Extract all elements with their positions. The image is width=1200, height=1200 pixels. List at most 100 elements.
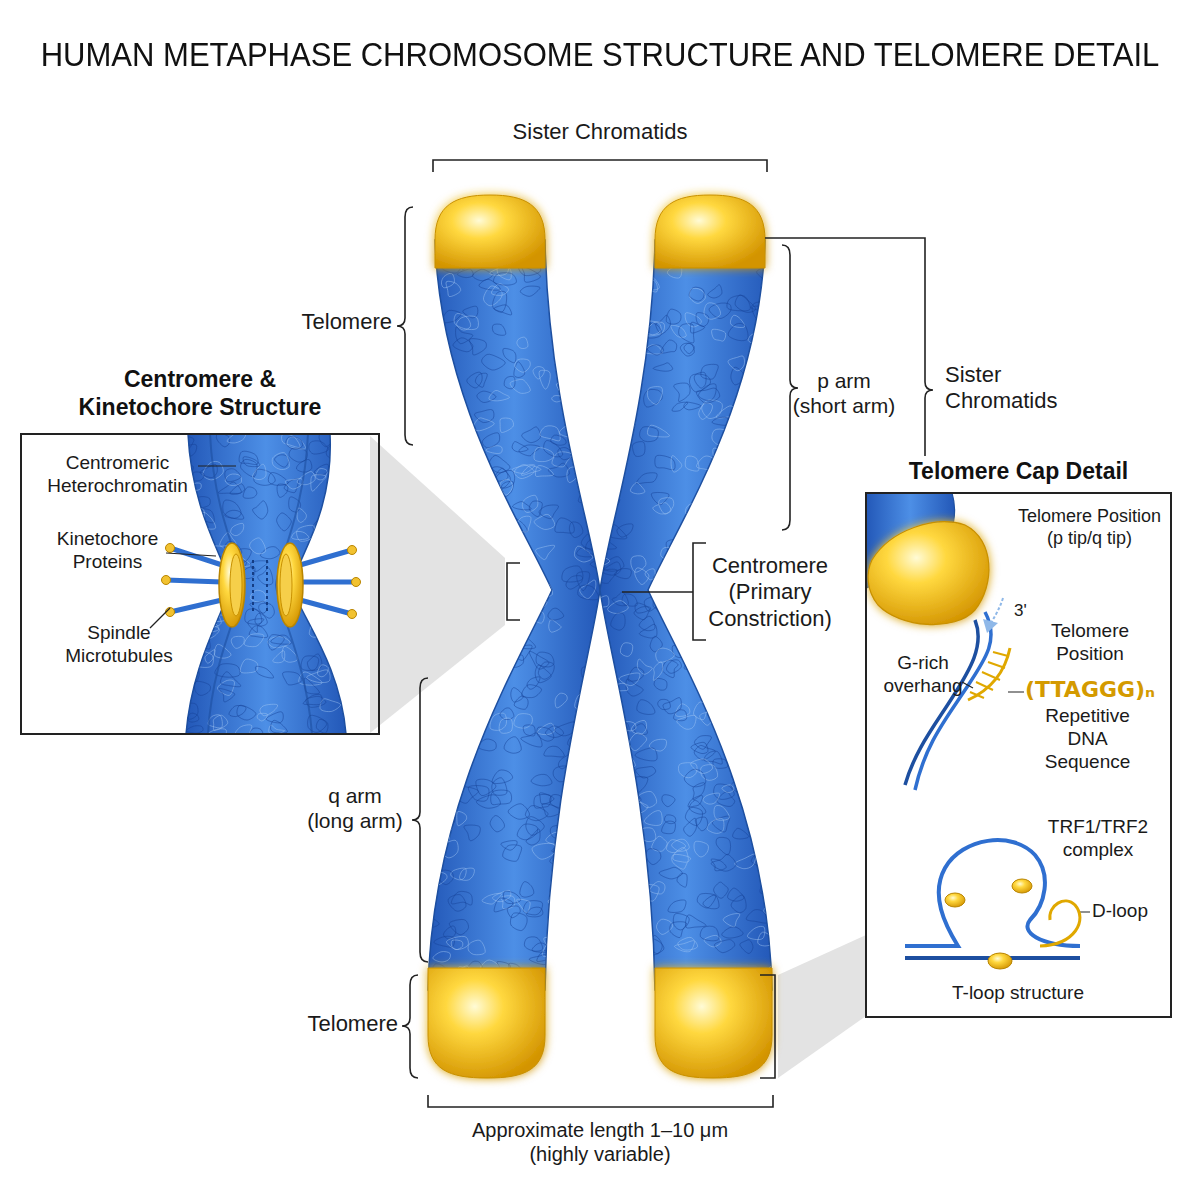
chromatin-loop [616, 363, 631, 377]
chromatin-loop [588, 378, 606, 392]
chromatin-loop [617, 752, 635, 767]
chromatin-loop [192, 651, 214, 667]
chromatin-loop [494, 305, 512, 315]
chromatin-loop [647, 387, 662, 405]
chromatin-loop [714, 805, 729, 820]
chromatin-loop [186, 726, 203, 734]
chromatin-loop [505, 540, 518, 555]
chromatin-loop [522, 685, 542, 698]
chromatin-loop [635, 568, 649, 585]
chromatin-loop [688, 796, 703, 807]
leader-line [765, 238, 933, 456]
chromatin-loop [186, 508, 204, 525]
chromatin-loop [617, 419, 635, 430]
chromatin-loop [282, 434, 301, 447]
heterochromatin-line [253, 560, 267, 612]
chromatin-loop [417, 596, 435, 611]
chromatin-loop [637, 828, 656, 842]
chromatin-loop [623, 792, 641, 803]
chromatin-loop [650, 882, 665, 894]
chromatin-loop [527, 677, 540, 689]
chromatin-loop [630, 803, 648, 813]
chromatin-loop [722, 785, 734, 793]
chromatin-loop [512, 442, 528, 452]
chromatin-loop [603, 885, 619, 896]
chromatin-loop [575, 920, 590, 939]
chromatin-loop [529, 955, 548, 965]
chromatin-loop [423, 357, 439, 370]
part-label: Centromeric Heterochromatin [40, 452, 195, 498]
chromatin-loop [620, 971, 636, 986]
chromatin-loop [231, 636, 244, 648]
chromatin-loop [186, 635, 203, 649]
chromatin-loop [666, 660, 681, 674]
chromatin-loop [597, 283, 616, 297]
chromatin-loop [677, 873, 687, 887]
telomere-inset-art [866, 493, 1090, 969]
chromatin-loop [573, 756, 589, 766]
chromatin-loop [421, 331, 436, 341]
chromatin-loop [461, 662, 478, 680]
chromatin-loop [634, 607, 651, 620]
chromatin-loop [671, 456, 682, 473]
brace [412, 678, 428, 962]
chromatin-loop [694, 841, 708, 857]
chromatin-loop [757, 649, 773, 661]
chromatin-loop [443, 926, 455, 939]
chromatin-loop [179, 586, 198, 599]
chromatin-loop [422, 400, 441, 416]
chromatin-loop [574, 546, 592, 562]
chromatin-loop [635, 748, 657, 761]
chromatin-loop [223, 500, 241, 518]
chromatin-loop [521, 637, 536, 649]
chromatin-loop [598, 759, 612, 769]
chromatin-loop [456, 787, 479, 803]
chromatin-loop [674, 941, 694, 952]
brace [782, 245, 798, 530]
chromatin-loop [187, 713, 198, 722]
chromatin-loop [666, 540, 680, 556]
chromatin-loop [577, 252, 589, 260]
chromatin-loop [433, 721, 447, 732]
chromatin-loop [619, 830, 640, 841]
kinetochore-ring [230, 554, 242, 616]
chromatin-loop [458, 619, 478, 632]
chromatin-loop [575, 694, 591, 711]
chromatin-loop [590, 561, 604, 574]
chromatin-loop [286, 437, 303, 449]
chromatin-loop [559, 424, 578, 438]
chromatin-loop [500, 479, 512, 495]
chromatin-loop [631, 556, 646, 573]
chromatin-loop [680, 343, 694, 356]
chromatin-loop [757, 268, 778, 282]
chromatin-loop [678, 626, 698, 637]
chromatin-loop [646, 849, 661, 865]
chromatin-loop [448, 895, 466, 912]
chromatin-loop [441, 840, 459, 858]
chromatin-loop [593, 767, 607, 778]
leader-line [622, 591, 693, 593]
chromatin-loop [191, 636, 211, 649]
chromatin-loop [696, 503, 713, 518]
chromatin-loop [178, 436, 194, 450]
chromatin-loop [714, 784, 735, 799]
chromatin-loop [548, 894, 565, 907]
part-label: q arm (long arm) [305, 783, 405, 833]
chromatin-loop [449, 557, 464, 570]
chromatin-loop [592, 713, 608, 722]
chromatin-loop [629, 733, 646, 751]
chromatin-loop [529, 501, 542, 517]
chromatin-loop [597, 662, 610, 680]
chromatin-loop [431, 603, 449, 615]
chromatin-loop [600, 266, 615, 280]
chromatin-loop [752, 306, 768, 319]
chromatin-loop [444, 449, 460, 462]
chromatin-loop [670, 922, 687, 938]
chromatin-loop [760, 883, 779, 894]
chromatin-loop [437, 830, 450, 847]
part-label: Approximate length 1–10 μm (highly varia… [460, 1118, 740, 1166]
chromatin-loop [522, 267, 541, 283]
part-label: TRF1/TRF2 complex [1043, 816, 1153, 862]
chromatin-loop [579, 887, 595, 898]
